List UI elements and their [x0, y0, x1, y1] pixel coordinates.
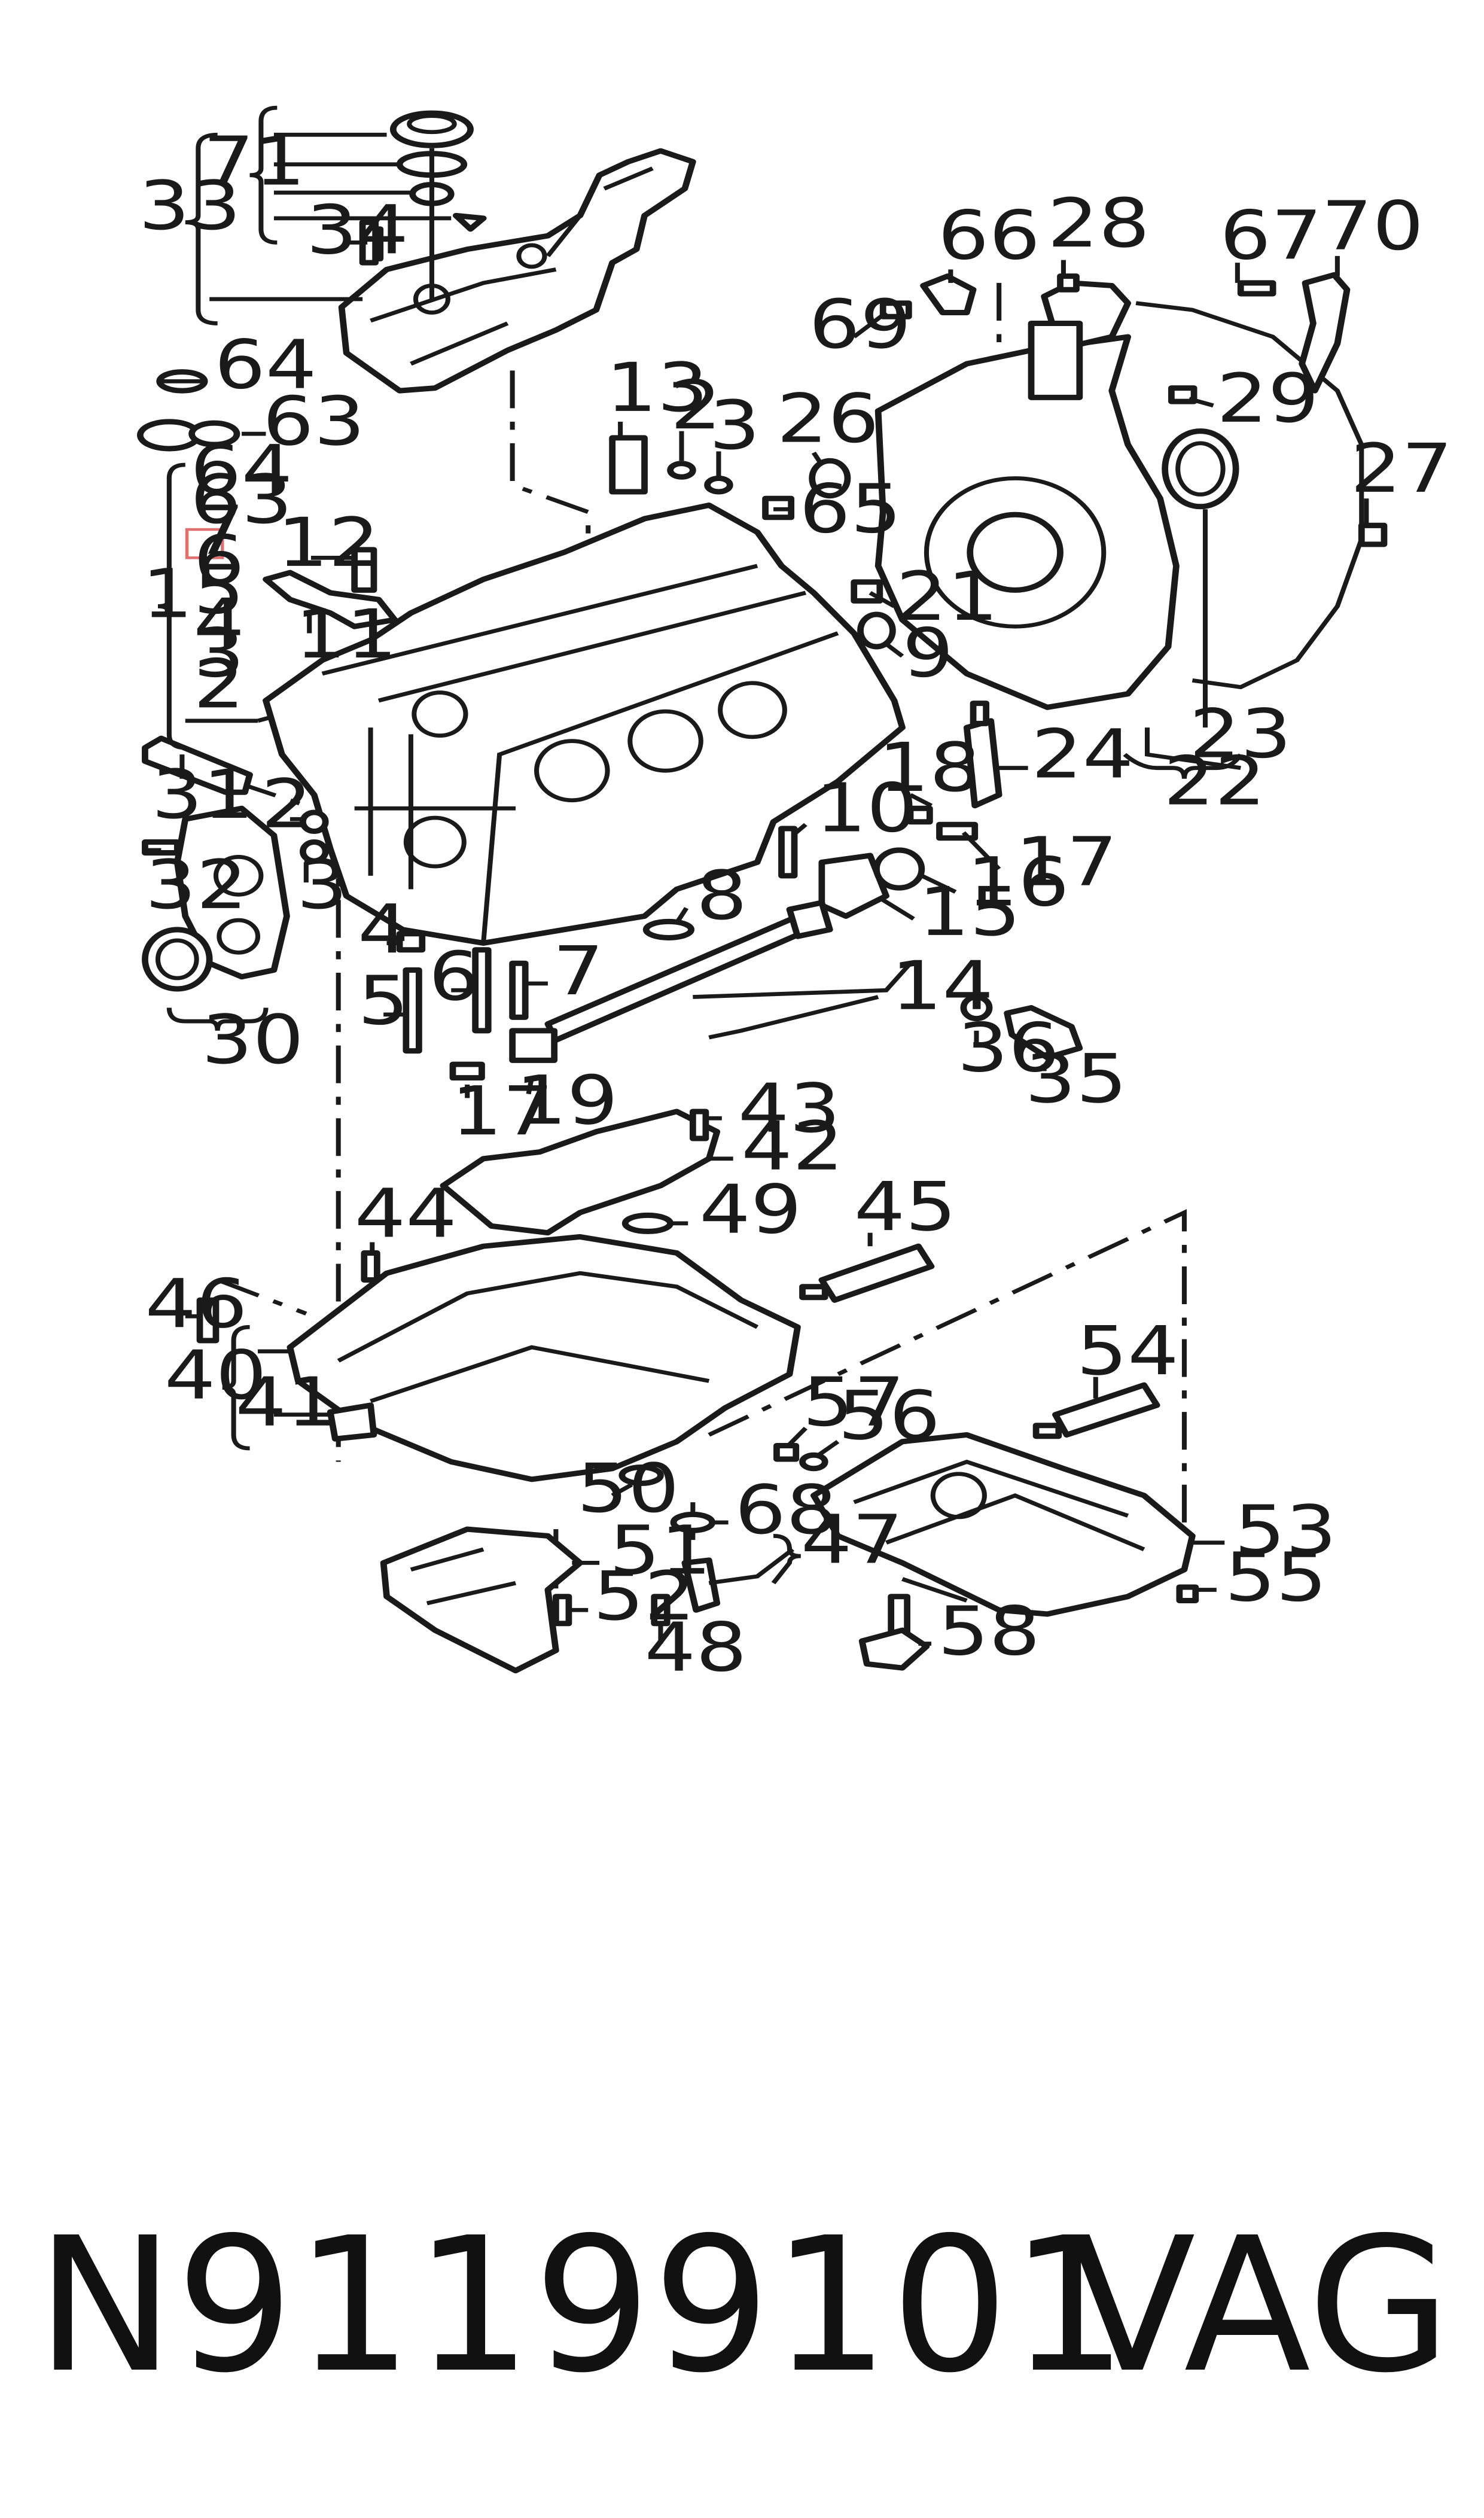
oil-pan-upper — [196, 1212, 801, 1482]
label-7-highlighted: 7 — [193, 492, 245, 570]
label-32: 32 — [145, 846, 247, 924]
label-42: 42 — [741, 1107, 843, 1186]
label-49: 49 — [699, 1171, 802, 1249]
rear-cover-plate — [874, 272, 1388, 710]
breather-housing — [338, 110, 696, 394]
label-17-right: 17 — [1015, 823, 1117, 902]
label-55: 55 — [1224, 1539, 1327, 1617]
label-2-left: 2 — [261, 765, 312, 844]
label-3-top: 3 — [709, 387, 760, 465]
label-69: 69 — [809, 286, 911, 364]
label-7-mid: 7 — [553, 933, 604, 1011]
windage-tray — [380, 1526, 584, 1674]
label-66: 66 — [938, 197, 1040, 275]
sealant-tube-45 — [799, 1243, 935, 1303]
sealant-tube-24 — [963, 701, 1002, 809]
oil-pan-lower — [773, 1432, 1199, 1617]
oil-baffle — [440, 1109, 721, 1236]
callout-labels: 71 33 34 64 63 64 63 7 6 5 4 3 2 1 12 11… — [139, 123, 1453, 1687]
fasteners-group — [136, 220, 896, 1081]
label-56: 56 — [838, 1377, 940, 1456]
label-70: 70 — [1321, 187, 1424, 266]
label-36: 36 — [957, 1009, 1059, 1088]
label-51: 51 — [609, 1512, 711, 1590]
label-31: 31 — [151, 756, 254, 835]
label-33: 33 — [139, 167, 241, 245]
label-17-left: 17 — [451, 1073, 553, 1151]
label-3-list: 3 — [193, 614, 245, 693]
label-54: 54 — [1076, 1313, 1178, 1391]
highlight-box — [185, 528, 224, 559]
label-71: 71 — [203, 123, 305, 201]
label-16: 16 — [967, 844, 1069, 922]
label-10: 10 — [815, 769, 918, 848]
label-27: 27 — [1350, 430, 1452, 509]
label-44: 44 — [355, 1175, 457, 1253]
label-34: 34 — [306, 191, 409, 270]
label-67: 67 — [1220, 197, 1322, 275]
label-13: 13 — [606, 349, 708, 427]
label-41: 41 — [235, 1363, 337, 1442]
label-14: 14 — [891, 947, 994, 1025]
label-24: 24 — [1031, 715, 1133, 794]
label-18: 18 — [878, 729, 980, 808]
label-4-list: 4 — [193, 585, 245, 663]
label-2-list: 2 — [193, 646, 245, 724]
part-number: N91199101 — [36, 2198, 1129, 2414]
label-1: 1 — [142, 555, 193, 634]
label-58: 58 — [938, 1593, 1040, 1671]
label-6-list: 6 — [193, 522, 245, 600]
label-4-mid: 4 — [358, 891, 409, 969]
label-29: 29 — [1217, 360, 1319, 438]
label-68: 68 — [735, 1471, 837, 1549]
label-35: 35 — [1025, 1040, 1127, 1119]
label-53: 53 — [1234, 1491, 1336, 1570]
drain-plug-35 — [960, 994, 1083, 1061]
label-57: 57 — [803, 1363, 905, 1442]
label-40: 40 — [164, 1336, 267, 1415]
label-63-list: 63 — [190, 461, 292, 539]
label-12: 12 — [277, 504, 379, 582]
label-28: 28 — [1047, 185, 1150, 263]
oil-level-sensor — [858, 1594, 930, 1671]
timing-cover-front — [142, 805, 290, 992]
label-64-top: 64 — [214, 326, 316, 404]
label-65: 65 — [799, 470, 901, 549]
label-9: 9 — [903, 614, 954, 693]
label-5-mid: 5 — [358, 962, 409, 1040]
label-43: 43 — [738, 1070, 840, 1148]
label-26: 26 — [776, 380, 879, 458]
label-23: 23 — [1189, 695, 1291, 774]
label-19: 19 — [516, 1062, 618, 1140]
label-22: 22 — [1163, 742, 1266, 821]
label-30: 30 — [202, 1001, 304, 1079]
label-2-top: 2 — [671, 367, 722, 445]
label-8: 8 — [696, 857, 748, 936]
label-64-list: 64 — [190, 431, 292, 510]
label-52: 52 — [593, 1558, 695, 1636]
balance-shaft — [509, 805, 979, 1063]
label-46: 46 — [145, 1265, 247, 1344]
label-47: 47 — [801, 1501, 903, 1579]
label-63-top: 63 — [263, 383, 365, 461]
label-5-list: 5 — [193, 551, 245, 629]
label-21: 21 — [896, 558, 998, 637]
engine-block — [263, 503, 906, 946]
sealant-tube-54 — [1032, 1382, 1160, 1439]
group-braces — [157, 105, 1243, 1603]
parts-explosion-diagram: 71 33 34 64 63 64 63 7 6 5 4 3 2 1 12 11… — [136, 105, 1453, 1687]
label-45: 45 — [854, 1168, 956, 1247]
label-11: 11 — [295, 596, 397, 674]
label-50: 50 — [577, 1450, 679, 1528]
label-3-left: 3 — [297, 846, 348, 924]
leader-lines — [145, 132, 1369, 1646]
label-15: 15 — [918, 873, 1020, 952]
label-48: 48 — [645, 1609, 747, 1687]
label-6-mid: 6 — [429, 938, 480, 1016]
brand-name: VAG — [1068, 2198, 1451, 2414]
